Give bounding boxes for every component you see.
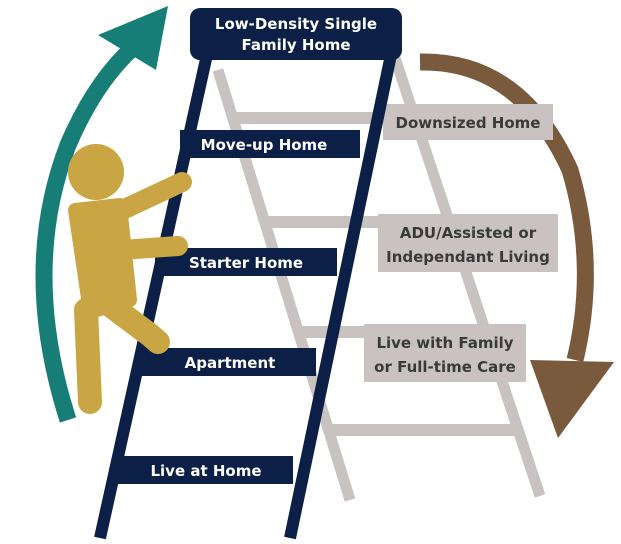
top-label-line1: Low-Density Single	[215, 15, 377, 33]
top-label-line2: Family Home	[241, 36, 350, 54]
rung-label-line1: ADU/Assisted or	[400, 224, 537, 242]
descending-rung-3: Live with Family or Full-time Care	[364, 324, 526, 382]
rung-label: Move-up Home	[201, 136, 328, 154]
up-arrow-icon	[35, 6, 168, 423]
descending-rung-1: Downsized Home	[383, 104, 553, 140]
ascending-rung-apartment: Apartment	[136, 348, 316, 376]
descending-rung-2: ADU/Assisted or Independant Living	[378, 214, 558, 272]
rung-label: Downsized Home	[396, 114, 541, 132]
ladder-top-label: Low-Density Single Family Home	[190, 8, 402, 60]
ascending-rung-live-at-home: Live at Home	[115, 456, 293, 484]
rung-label: Starter Home	[189, 254, 303, 272]
down-arrow-icon	[419, 53, 614, 438]
ascending-rung-move-up: Move-up Home	[180, 130, 360, 158]
climbing-person-icon	[68, 144, 192, 414]
descending-ladder: Downsized Home ADU/Assisted or Independa…	[212, 56, 558, 502]
rung-label: Apartment	[185, 354, 276, 372]
rung-label-line1: Live with Family	[376, 334, 513, 352]
ascending-ladder: Low-Density Single Family Home Move-up H…	[94, 8, 402, 540]
rung-label-line2: Independant Living	[386, 248, 550, 266]
rung-label-line2: or Full-time Care	[374, 358, 516, 376]
rung-label: Live at Home	[150, 462, 261, 480]
